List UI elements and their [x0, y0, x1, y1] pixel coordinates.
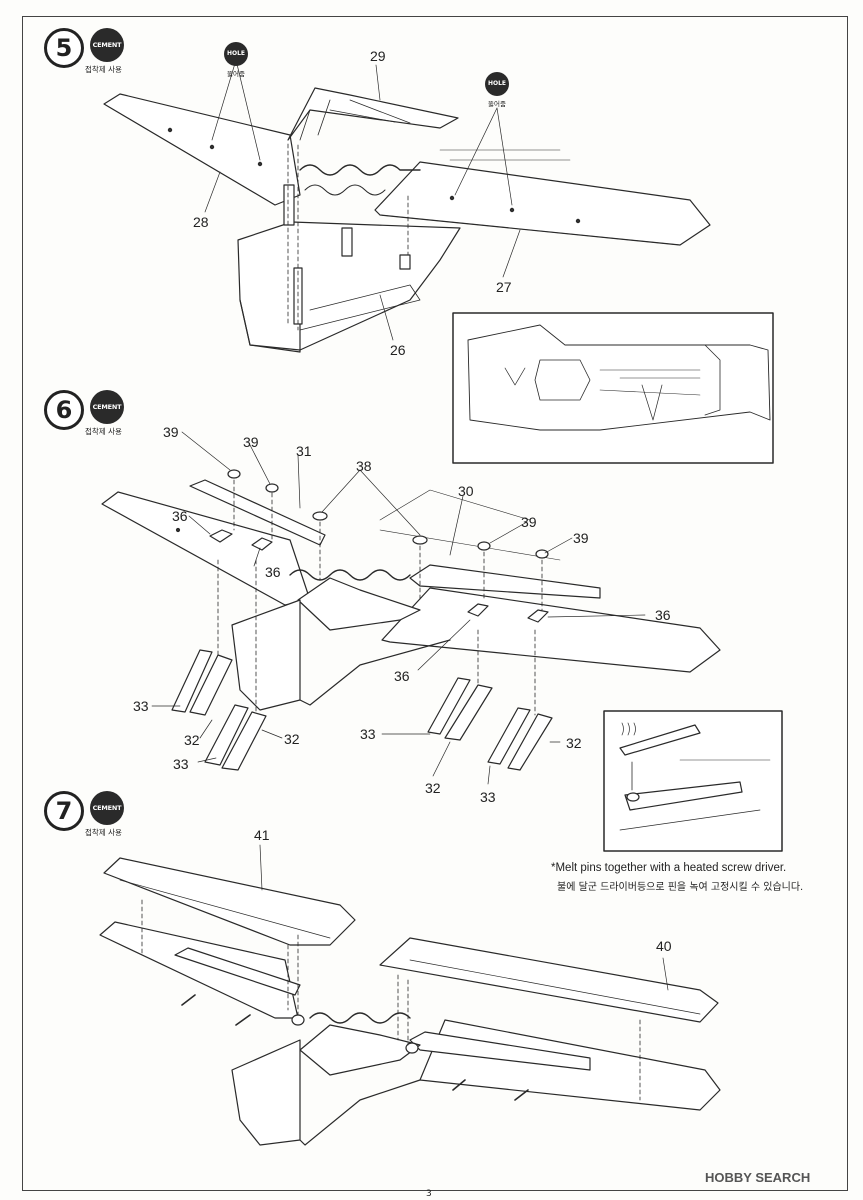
hole-text: 뚫어줌	[488, 100, 506, 108]
part-label-29: 29	[370, 48, 386, 64]
part-label-28: 28	[193, 214, 209, 230]
hole-icon: HOLE	[224, 42, 248, 66]
part-label-32: 32	[284, 731, 300, 747]
step-5-inset	[452, 312, 774, 464]
part-label-31: 31	[296, 443, 312, 459]
part-label-26: 26	[390, 342, 406, 358]
part-label-32: 32	[425, 780, 441, 796]
page-frame	[22, 16, 848, 1191]
part-label-36: 36	[172, 508, 188, 524]
cement-text: 접착제 사용	[85, 427, 122, 436]
hole-text: 뚫어줌	[227, 70, 245, 78]
cement-text: 접착제 사용	[85, 65, 122, 74]
part-label-33: 33	[173, 756, 189, 772]
part-label-41: 41	[254, 827, 270, 843]
part-label-27: 27	[496, 279, 512, 295]
step-7-diagram	[99, 844, 721, 1146]
part-label-33: 33	[480, 789, 496, 805]
part-label-39: 39	[163, 424, 179, 440]
part-label-32: 32	[184, 732, 200, 748]
step-7-number: 7	[44, 791, 84, 831]
note-korean: 불에 달군 드라이버등으로 핀을 녹여 고정시킬 수 있습니다.	[557, 882, 804, 893]
cement-icon: CEMENT	[90, 390, 124, 424]
part-label-38: 38	[356, 458, 372, 474]
step-6-number: 6	[44, 390, 84, 430]
step-6-diagram	[101, 431, 721, 785]
part-label-33: 33	[133, 698, 149, 714]
part-label-32: 32	[566, 735, 582, 751]
step-5-diagram	[103, 59, 711, 353]
cement-icon: CEMENT	[90, 28, 124, 62]
part-label-39: 39	[521, 514, 537, 530]
part-label-39: 39	[243, 434, 259, 450]
part-label-36: 36	[265, 564, 281, 580]
step-6-inset	[603, 710, 783, 852]
part-label-39: 39	[573, 530, 589, 546]
page-number: 3	[426, 1189, 432, 1199]
part-label-36: 36	[655, 607, 671, 623]
step-5-number: 5	[44, 28, 84, 68]
part-label-40: 40	[656, 938, 672, 954]
cement-icon: CEMENT	[90, 791, 124, 825]
cement-text: 접착제 사용	[85, 828, 122, 837]
part-label-30: 30	[458, 483, 474, 499]
note-english: *Melt pins together with a heated screw …	[551, 862, 787, 874]
part-label-33: 33	[360, 726, 376, 742]
watermark-logo: HOBBY SEARCH	[705, 1170, 811, 1185]
hole-icon: HOLE	[485, 72, 509, 96]
part-label-36: 36	[394, 668, 410, 684]
